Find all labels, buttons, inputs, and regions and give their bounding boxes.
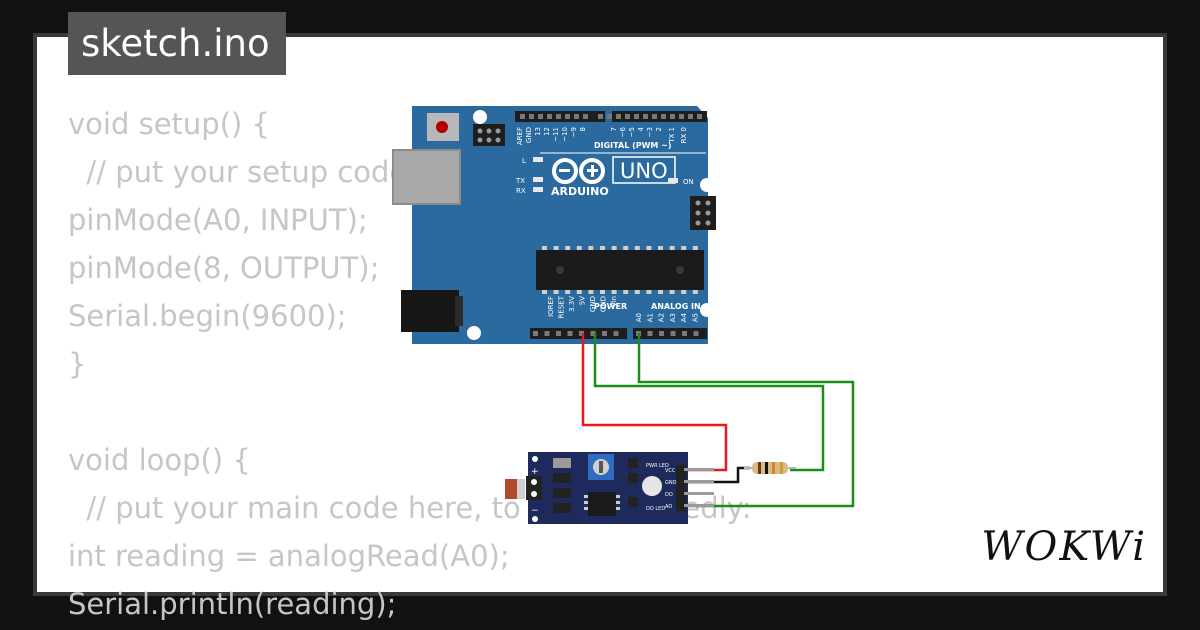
led-on-label: ON [683,178,694,186]
analog-pin-label: A5 [692,313,700,322]
model-box [612,156,676,184]
reset-button-cap [436,121,448,133]
led-rx-label: RX [516,187,526,195]
code-line: pinMode(8, OUTPUT); [68,251,380,285]
file-tab-label: sketch.ino [81,22,270,65]
digital-pin-label: 13 [534,127,542,136]
sensor-pin-label: GND [665,480,677,486]
usb-port [392,149,461,205]
digital-pin-label: AREF [516,127,524,145]
code-line: } [68,347,87,381]
comparator-chip [588,492,616,516]
digital-pin-label: ~10 [561,127,569,142]
digital-pin-label: ~5 [628,127,636,137]
digital-pin-label: ~3 [646,127,654,137]
digital-pin-label: 8 [579,127,587,131]
code-line: void setup() { [68,107,270,141]
analog-header-label: ANALOG IN [651,302,701,311]
sensor-pin-label: VCC [665,468,676,474]
digital-pin-label: ~11 [552,127,560,142]
digital-pin-label: GND [525,127,533,143]
mounting-hole [700,178,714,192]
digital-pin-label: RX 0 [680,127,688,143]
model-label: UNO [620,159,668,183]
do-led [642,476,662,496]
ldr-sensor-module[interactable]: + − PWR LED DO LED VCC GND DO AO [505,452,714,524]
led-tx [533,177,543,182]
power-pin-label: GND [589,296,597,312]
power-pin-label: 3.3V [568,296,576,312]
wire-5v-red[interactable] [581,333,728,472]
code-line: Serial.begin(9600); [68,299,347,333]
analog-pin-label: A3 [669,313,677,322]
code-line: void loop() { [68,443,251,477]
led-rx [533,187,543,192]
wire-a0-green[interactable] [637,333,855,508]
sensor-terminal [526,476,542,500]
mounting-hole [700,303,714,317]
analog-pin-label: A1 [646,313,654,322]
file-tab[interactable]: sketch.ino [68,12,286,75]
power-pin-label: GND [600,296,608,312]
analog-pin-label: A0 [635,313,643,322]
photoresistor [505,479,520,499]
analog-header [633,328,707,339]
pwr-led-label: PWR LED [646,463,669,469]
icsp-header-right [690,196,716,230]
dc-power-jack [401,290,459,332]
led-tx-label: TX [515,177,525,185]
digital-pin-label: 7 [610,127,618,131]
digital-pin-label: TX 1 [668,127,676,144]
digital-header-right [612,111,707,122]
power-pin-label: RESET [558,295,566,318]
led-on [668,178,678,183]
arduino-infinity-icon [552,158,605,184]
sensor-pin-header [676,465,686,511]
power-pin-label: Vin [610,296,618,307]
code-editor[interactable]: void setup() { // put your setup code he… [68,100,752,628]
arduino-uno-board[interactable]: ARDUINO UNO DIGITAL (PWM ~) L TX RX ON P… [392,106,716,344]
analog-pin-label: A4 [680,312,688,322]
icsp-header-top [473,124,505,146]
power-header [530,328,627,339]
sensor-pin-label: DO [665,492,673,498]
digital-pin-label: ~6 [619,126,627,137]
led-l [533,157,543,162]
sensor-plus-label: + [531,467,539,477]
digital-pin-label: 2 [655,127,663,131]
sensor-pin-label: AO [665,504,672,510]
power-pin-label: 5V [579,296,587,305]
mounting-hole [473,110,487,124]
resistor[interactable] [744,462,796,474]
wire-gnd-green[interactable] [593,333,825,472]
do-led-label: DO LED [646,506,665,512]
mounting-hole [467,326,481,340]
digital-pin-label: 12 [543,127,551,136]
brand-label: ARDUINO [551,185,609,198]
wokwi-logo: WOKWi [981,524,1147,570]
sensor-minus-label: − [531,506,539,516]
code-line: pinMode(A0, INPUT); [68,203,368,237]
code-line: Serial.println(reading); [68,587,397,621]
analog-pin-label: A2 [658,313,666,322]
power-pin-label: IOREF [547,296,555,317]
digital-pin-label: ~9 [570,127,578,137]
digital-pin-label: 4 [637,126,645,131]
code-line: int reading = analogRead(A0); [68,539,510,573]
digital-header-label: DIGITAL (PWM ~) [594,141,672,150]
power-header-label: POWER [594,302,627,311]
led-l-label: L [522,157,526,165]
